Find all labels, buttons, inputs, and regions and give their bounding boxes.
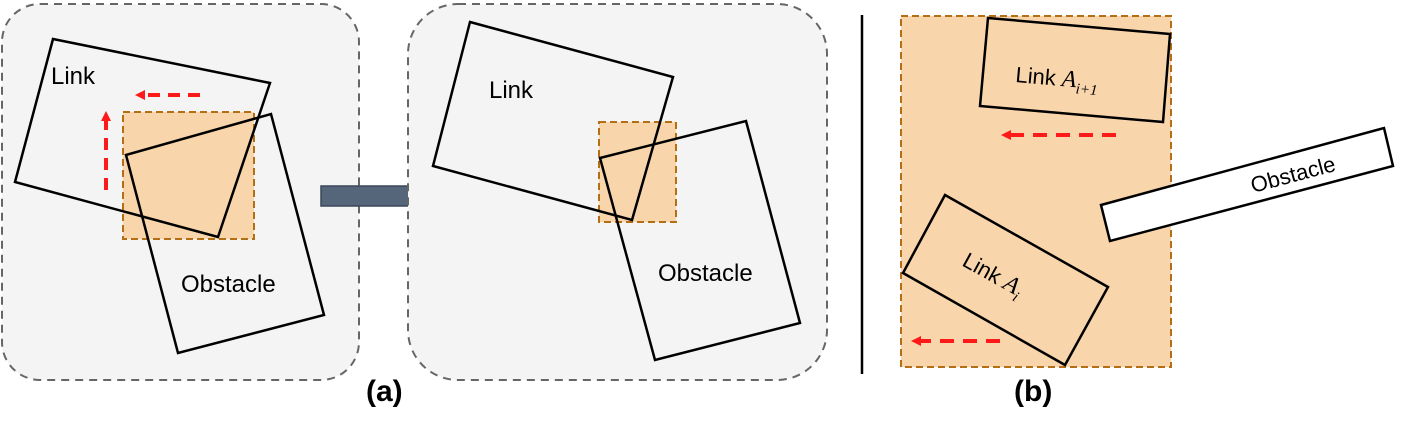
swept-region-box: [900, 15, 1172, 368]
panel-a-right: Link Obstacle: [407, 3, 828, 381]
obstacle-label: Obstacle: [658, 260, 753, 287]
link-label: Link: [51, 63, 96, 90]
link-label: Link: [489, 77, 534, 104]
obstacle-rectangle: [598, 119, 802, 362]
link-rectangle: [431, 20, 675, 222]
caption-a: (a): [366, 375, 403, 408]
obstacle-rectangle: [124, 112, 326, 355]
link-upper-label: Link Ai+1: [1014, 62, 1099, 99]
link-upper-rectangle: [978, 16, 1172, 124]
obstacle-rectangle: [1099, 126, 1395, 243]
panel-a-left: Link Obstacle: [1, 3, 360, 381]
overlap-box: [598, 121, 677, 223]
link-lower-rectangle: [901, 193, 1110, 367]
panel-b: Link Ai+1 Obstacle Link Ai: [900, 15, 1395, 368]
obstacle-label: Obstacle: [181, 271, 276, 298]
link-rectangle: [13, 37, 272, 239]
caption-b: (b): [1014, 375, 1052, 408]
